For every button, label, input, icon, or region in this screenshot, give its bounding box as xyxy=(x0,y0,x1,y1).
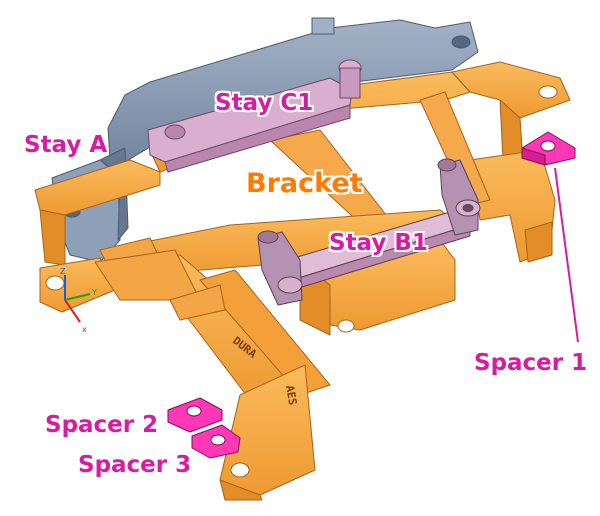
label-stay-c1: Stay C1 xyxy=(215,90,314,116)
bracket-part xyxy=(34,61,571,501)
engraving-aes: AES xyxy=(283,384,299,406)
axis-x-label: x xyxy=(82,325,87,334)
axis-y-label: Y xyxy=(91,288,97,297)
spacer-1-leader xyxy=(554,167,579,343)
label-stay-b1: Stay B1 xyxy=(329,230,428,256)
label-spacer-1: Spacer 1 xyxy=(474,350,588,376)
label-stay-a: Stay A xyxy=(24,132,108,158)
axis-triad: Z Y x xyxy=(60,267,97,334)
spacer-3-part xyxy=(191,424,241,459)
label-bracket: Bracket xyxy=(246,168,363,199)
label-spacer-2: Spacer 2 xyxy=(45,412,159,438)
stay-b1-part xyxy=(257,158,481,306)
spacer-1-part xyxy=(521,131,576,166)
axis-z-label: Z xyxy=(60,267,66,276)
stay-c1-part xyxy=(147,59,362,173)
spacer-2-part xyxy=(167,397,223,433)
label-spacer-3: Spacer 3 xyxy=(78,452,192,478)
